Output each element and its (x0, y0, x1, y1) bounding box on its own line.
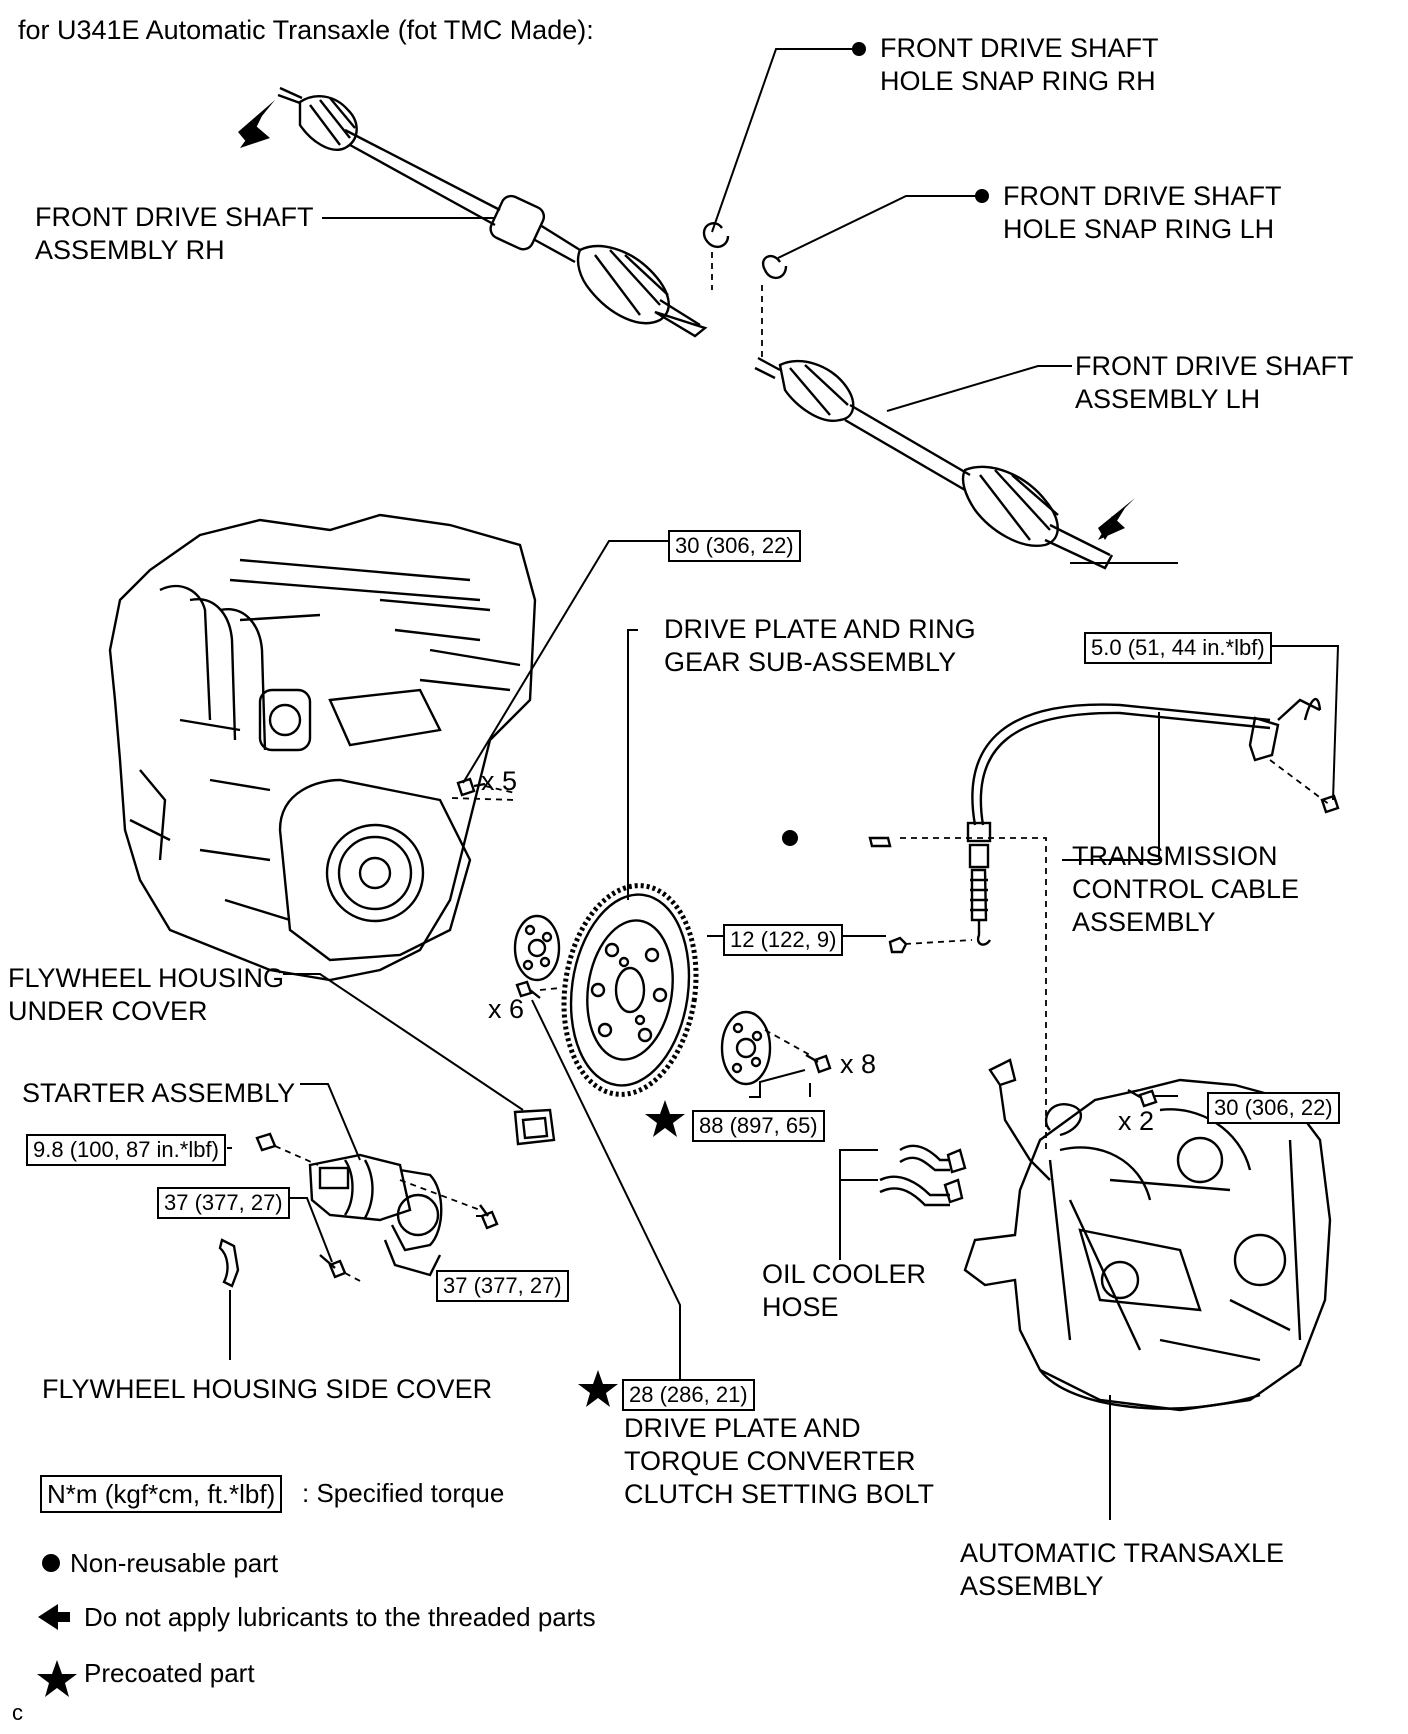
spacer-plate-front (513, 914, 561, 982)
qty-transaxle-bolts: x 2 (1118, 1106, 1155, 1136)
spacer-plate-rear (720, 1010, 772, 1086)
torque-drive-plate-bolts: 88 (897, 65) (692, 1110, 825, 1142)
front-drive-shaft-rh (277, 86, 708, 338)
torque-transaxle-bolts: 30 (306, 22) (1207, 1092, 1340, 1124)
precoated-star-plate-bolt (645, 1100, 685, 1137)
torque-setting-bolt: 28 (286, 21) (622, 1379, 755, 1411)
qty-drive-plate-bolts: x 8 (840, 1049, 877, 1079)
torque-engine-bolts: 30 (306, 22) (668, 530, 801, 562)
snap-ring-rh (702, 222, 730, 248)
label-starter: STARTER ASSEMBLY (22, 1078, 296, 1108)
torque-starter-bolt-right: 37 (377, 27) (436, 1270, 569, 1302)
flywheel-housing-side-cover (218, 1238, 240, 1288)
torque-starter-nut: 9.8 (100, 87 in.*lbf) (26, 1134, 226, 1166)
legend-non-reusable: Non-reusable part (70, 1548, 279, 1578)
no-lubricant-arrow-lh (1098, 498, 1135, 540)
legend-precoated: Precoated part (84, 1658, 255, 1688)
transmission-control-cable (966, 697, 1322, 946)
torque-cable-bracket: 5.0 (51, 44 in.*lbf) (1084, 632, 1272, 664)
qty-setting-bolts: x 6 (488, 994, 525, 1024)
legend-bullet (42, 1554, 60, 1572)
torque-cable-nut: 12 (122, 9) (723, 924, 844, 956)
no-lubricant-arrow-rh (238, 100, 275, 148)
legend-no-lubricant: Do not apply lubricants to the threaded … (84, 1602, 596, 1632)
page-title: for U341E Automatic Transaxle (fot TMC M… (18, 15, 594, 45)
legend-torque-text: : Specified torque (302, 1478, 505, 1508)
torque-starter-bolt-left: 37 (377, 27) (157, 1187, 290, 1219)
flywheel-housing-under-cover (513, 1108, 556, 1146)
snap-ring-lh (762, 254, 788, 279)
footer-code: c (12, 1700, 23, 1725)
oil-cooler-hose-lower (879, 1175, 950, 1207)
precoated-star-setting-bolt (578, 1370, 618, 1407)
drive-plate-ring-gear (561, 883, 699, 1097)
oil-cooler-hose-upper (899, 1144, 950, 1172)
front-drive-shaft-lh (754, 356, 1114, 570)
legend-arrow (38, 1604, 70, 1630)
legend-star (37, 1660, 77, 1697)
starter-assembly-illustration (308, 1153, 443, 1277)
qty-engine-bolts: x 5 (481, 766, 518, 796)
engine-illustration (108, 513, 537, 982)
label-flywheel-side-cover: FLYWHEEL HOUSING SIDE COVER (42, 1374, 493, 1404)
legend-torque-box: N*m (kgf*cm, ft.*lbf) (40, 1475, 283, 1513)
